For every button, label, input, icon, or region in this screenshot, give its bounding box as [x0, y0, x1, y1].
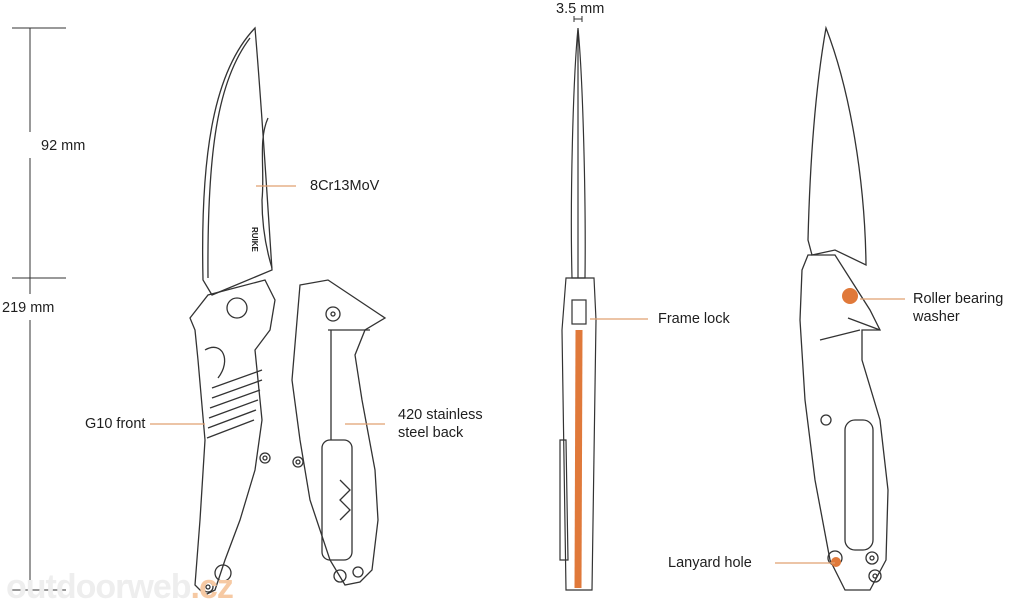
- blade-thickness-label: 3.5 mm: [556, 1, 605, 17]
- blade-steel-label: 8Cr13MoV: [310, 178, 380, 194]
- watermark-suffix: .cz: [190, 568, 234, 606]
- watermark-main: outdoorweb: [6, 568, 192, 606]
- back-view-knife: [291, 279, 387, 586]
- frame-lock-label: Frame lock: [658, 311, 730, 327]
- side-view-knife: [559, 27, 597, 591]
- lanyard-hole-highlight: [831, 557, 841, 567]
- brand-engraving: RUIKE: [250, 227, 259, 253]
- front-handle-label: G10 front: [85, 416, 146, 432]
- back-handle-label-2: steel back: [398, 425, 464, 441]
- dimension-lines: [12, 16, 583, 591]
- lanyard-hole-label: Lanyard hole: [668, 555, 752, 571]
- washer-label-1: Roller bearing: [913, 291, 1004, 307]
- back-handle-label-1: 420 stainless: [398, 407, 483, 423]
- roller-bearing-washer-highlight: [842, 288, 858, 304]
- right-view-knife: [799, 25, 889, 591]
- leader-lines: [150, 185, 905, 564]
- blade-length-label: 92 mm: [41, 138, 86, 154]
- washer-label-2: washer: [913, 309, 960, 325]
- watermark-logo: outdoorweb.cz: [6, 568, 234, 607]
- front-view-knife: [189, 26, 276, 596]
- frame-lock-highlight: [574, 329, 583, 589]
- overall-length-label: 219 mm: [2, 300, 55, 316]
